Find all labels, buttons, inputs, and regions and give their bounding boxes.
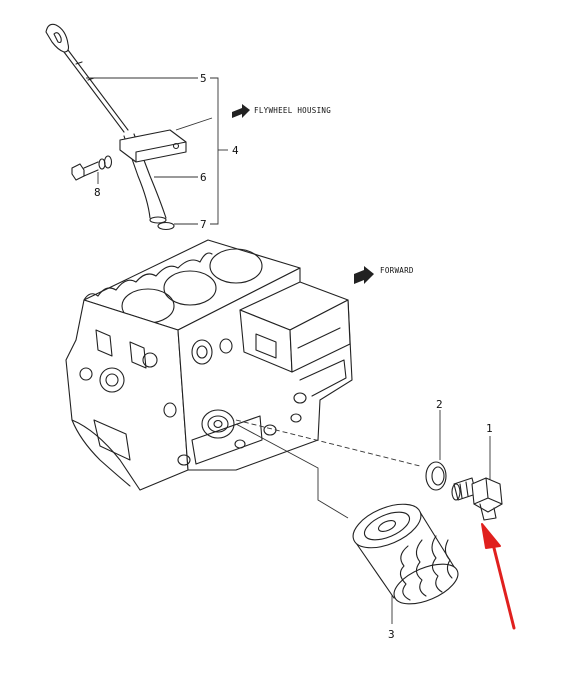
dipstick-handle — [45, 23, 70, 53]
fitting-thread-lines — [459, 481, 469, 499]
fitting-hex-edges — [473, 477, 503, 505]
forward-label: FORWARD — [380, 266, 414, 275]
front-plate — [93, 419, 131, 461]
filter-grip-1 — [399, 545, 411, 601]
callout-4: 4 — [232, 144, 239, 157]
engine-block — [65, 239, 353, 491]
guide-bracket — [119, 129, 187, 163]
callout-5: 5 — [200, 72, 207, 85]
side-boss-8 — [293, 392, 307, 404]
callout-8: 8 — [94, 186, 101, 199]
front-boss-3 — [142, 352, 158, 368]
oil-filter-3 — [352, 503, 459, 605]
bracket-4 — [210, 77, 219, 225]
side-boss-7 — [290, 413, 302, 423]
guide-tube-end — [149, 216, 167, 224]
filter-center — [377, 520, 397, 532]
filter-mount-ring — [207, 415, 229, 433]
filter-top-ring — [363, 511, 411, 541]
leader-bracket — [175, 117, 213, 131]
washer-b — [103, 155, 113, 169]
side-boss-2 — [219, 338, 233, 354]
side-boss-4 — [177, 454, 191, 466]
bolt-8-shank — [83, 161, 99, 177]
bolt-8-head — [71, 163, 85, 181]
cylinder-bore-3 — [209, 248, 263, 284]
side-pad-line — [297, 327, 341, 349]
filter-grip-3 — [431, 535, 443, 593]
leader-filter — [235, 423, 349, 519]
gasket-2 — [425, 461, 447, 491]
red-pointer-arrow — [481, 523, 516, 630]
callout-1: 1 — [486, 422, 493, 435]
side-boss-1 — [191, 339, 213, 365]
filter-base — [393, 563, 459, 605]
callout-7: 7 — [200, 218, 207, 231]
o-ring-7 — [157, 221, 175, 231]
crank-cover-curve — [71, 419, 131, 487]
fitting-1 — [451, 477, 503, 521]
filter-grip-4 — [444, 539, 453, 579]
block-rim — [83, 252, 213, 301]
gasket-inner — [431, 466, 445, 486]
fitting-collar — [479, 503, 497, 521]
dipstick-rod — [63, 51, 125, 133]
bracket-hole — [172, 142, 180, 150]
forward-arrow-icon — [354, 266, 374, 284]
front-boss-1 — [99, 367, 125, 393]
front-rib-2 — [129, 341, 147, 369]
dipstick-handle-inner — [53, 32, 62, 44]
dipstick-assembly — [45, 23, 187, 231]
block-front-face — [65, 299, 189, 491]
flywheel-housing-marker: FLYWHEEL HOUSING — [232, 104, 331, 118]
gasket-outer — [425, 461, 447, 491]
filter-mount — [201, 409, 235, 439]
cylinder-bore-2 — [163, 270, 217, 306]
pointer-shaft — [490, 538, 516, 630]
front-boss-1-inner — [105, 373, 119, 387]
dipstick-rod-edge — [67, 49, 129, 131]
flywheel-arrow-icon — [232, 104, 250, 118]
side-boss-1-inner — [196, 345, 208, 359]
forward-marker: FORWARD — [354, 266, 414, 284]
guide-tube-left — [123, 135, 151, 219]
side-boss-3 — [163, 402, 177, 418]
callout-3: 3 — [388, 628, 395, 641]
flywheel-housing-label: FLYWHEEL HOUSING — [254, 106, 331, 115]
pointer-head — [481, 523, 501, 549]
front-rib-1 — [95, 329, 113, 357]
filter-top — [352, 503, 422, 549]
side-pad-right — [289, 299, 351, 373]
side-boss-5 — [234, 439, 246, 449]
filter-mount-thread — [213, 419, 223, 429]
guide-tube-right — [133, 133, 167, 219]
callout-6: 6 — [200, 171, 207, 184]
filter-grip-2 — [415, 539, 427, 597]
side-pad-window — [255, 333, 277, 359]
side-flange — [299, 359, 347, 397]
side-lower-rib — [191, 415, 263, 465]
guide-bracket-edge — [135, 141, 187, 163]
front-boss-2 — [79, 367, 93, 381]
callout-2: 2 — [436, 398, 443, 411]
upper-callout-leaders — [86, 77, 228, 225]
fitting-thread-end — [451, 483, 461, 501]
